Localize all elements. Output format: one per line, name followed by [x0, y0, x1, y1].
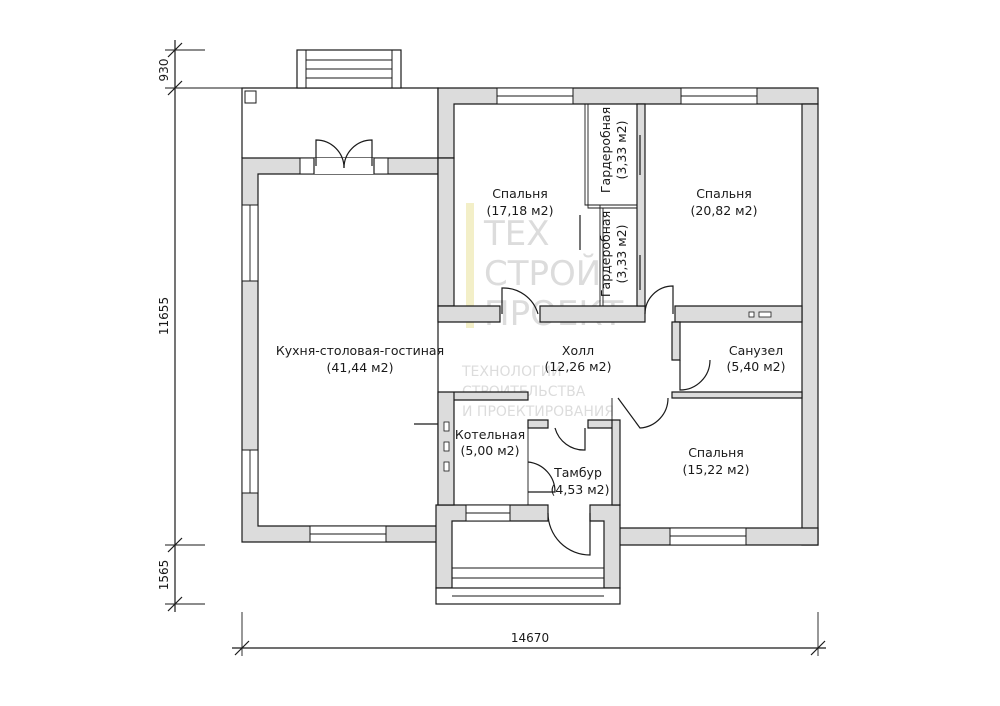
room-area-wardrobe2: (3,33 м2) — [614, 225, 629, 284]
room-area-kitchen: (41,44 м2) — [327, 360, 394, 375]
room-area-bedroom1: (17,18 м2) — [487, 203, 554, 218]
entrance-door — [547, 512, 591, 556]
watermark-tagline-line-1: ТЕХНОЛОГИИ — [461, 364, 562, 380]
bedroom3-door — [617, 397, 669, 429]
room-area-bathroom: (5,40 м2) — [727, 359, 786, 374]
watermark-bar — [466, 203, 474, 328]
doors — [313, 139, 711, 556]
bedroom1-left-wall — [437, 157, 455, 307]
fixtures — [414, 311, 772, 472]
window-top-bedroom1 — [496, 87, 574, 105]
window-top-bedroom2 — [680, 87, 758, 105]
window-west-lower — [241, 449, 259, 494]
entry-walls — [435, 504, 621, 589]
room-name-vestibule: Тамбур — [553, 465, 602, 480]
entrance-steps — [435, 567, 621, 605]
room-area-vestibule: (4,53 м2) — [551, 482, 610, 497]
room-area-bedroom3: (15,22 м2) — [683, 462, 750, 477]
room-area-boiler: (5,00 м2) — [461, 443, 520, 458]
bedroom-divider-wall — [636, 103, 646, 307]
room-name-bedroom1: Спальня — [492, 186, 548, 201]
window-kitchen-door-sides — [299, 157, 389, 175]
hall-north-wall — [539, 305, 803, 323]
window-vestibule — [465, 504, 511, 522]
boiler-door — [527, 461, 556, 493]
room-name-hall: Холл — [562, 343, 594, 358]
dimension-top-offset: 930 — [157, 59, 171, 82]
terrace-double-door — [313, 139, 375, 174]
room-area-hall: (12,26 м2) — [545, 359, 612, 374]
watermark-logo-line-1: ТЕХ — [483, 214, 550, 254]
dimension-bottom-offset: 1565 — [157, 560, 171, 591]
interior-lines — [453, 104, 641, 505]
walls — [241, 87, 819, 589]
watermark-logo-line-2: СТРОЙ — [484, 253, 601, 294]
bedroom2-door — [644, 285, 674, 315]
room-name-wardrobe2: Гардеробная — [598, 211, 613, 297]
room-name-bedroom2: Спальня — [696, 186, 752, 201]
east-wall — [801, 103, 819, 546]
room-area-bedroom2: (20,82 м2) — [691, 203, 758, 218]
watermark-tagline-line-3: И ПРОЕКТИРОВАНИЯ — [462, 404, 614, 420]
windows — [241, 87, 758, 546]
vestibule-door — [554, 427, 586, 451]
bedroom1-door — [501, 287, 539, 315]
window-west-upper — [241, 204, 259, 282]
room-name-boiler: Котельная — [455, 427, 525, 442]
room-name-kitchen: Кухня-столовая-гостиная — [276, 343, 444, 358]
bedroom1-south-wall — [437, 305, 501, 323]
bathroom-door — [679, 359, 711, 391]
room-name-bedroom3: Спальня — [688, 445, 744, 460]
room-name-bathroom: Санузел — [729, 343, 783, 358]
room-labels: Кухня-столовая-гостиная (41,44 м2) Спаль… — [276, 107, 786, 497]
window-south-kitchen — [309, 525, 387, 543]
dimension-width: 14670 — [511, 631, 549, 645]
room-name-wardrobe1: Гардеробная — [598, 107, 613, 193]
dimension-height: 11655 — [157, 297, 171, 335]
window-south-bedroom3 — [669, 527, 747, 546]
dimension-lines: 930 11655 1565 14670 — [157, 40, 826, 656]
room-area-wardrobe1: (3,33 м2) — [614, 121, 629, 180]
terrace — [241, 49, 439, 158]
